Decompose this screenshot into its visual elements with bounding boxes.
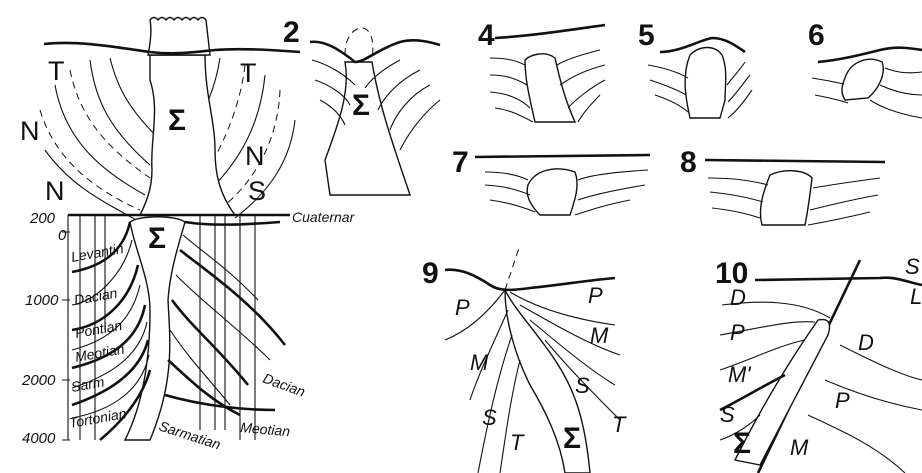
p10-P-right: P bbox=[835, 388, 850, 413]
label-pontian: Pontian bbox=[74, 317, 124, 341]
p10-L-right: L bbox=[910, 284, 922, 309]
sigma-panel-2: Σ bbox=[352, 89, 370, 122]
p10-M-right: M bbox=[790, 435, 809, 460]
label-dacian-right: Dacian bbox=[261, 370, 308, 400]
label-N-right: N bbox=[245, 141, 265, 171]
panel-10: 10 D P M' S Σ D P M S L bbox=[715, 254, 922, 473]
p9-S-right: S bbox=[575, 373, 590, 398]
cross-section: N S 200 0 1000 2000 4000 Σ bbox=[21, 176, 356, 453]
panel-6-number: 6 bbox=[808, 19, 825, 52]
p10-D-left: D bbox=[730, 285, 746, 310]
panel-4: 4 bbox=[478, 19, 605, 122]
label-levantin: Levantin bbox=[70, 240, 125, 265]
p9-M-left: M bbox=[470, 350, 489, 375]
p9-P-right: P bbox=[588, 283, 603, 308]
label-sarmatian: Sarmatian bbox=[157, 418, 223, 453]
panel-7-number: 7 bbox=[452, 146, 469, 179]
depth-4000: 4000 bbox=[22, 430, 56, 447]
p9-T-right: T bbox=[612, 412, 627, 437]
label-T-right: T bbox=[240, 58, 257, 88]
panel-2: 2 Σ bbox=[283, 16, 440, 195]
panel-8-number: 8 bbox=[680, 146, 697, 179]
depth-200: 200 bbox=[29, 210, 56, 227]
label-cuaternar: Cuaternar bbox=[292, 209, 356, 225]
sigma-panel-10: Σ bbox=[733, 427, 751, 460]
p9-S-left: S bbox=[482, 405, 497, 430]
panel-8: 8 bbox=[680, 146, 885, 225]
p10-P-left: P bbox=[730, 320, 745, 345]
sigma-panel-1: Σ bbox=[168, 104, 186, 137]
depth-2000: 2000 bbox=[21, 372, 56, 389]
label-T-left: T bbox=[48, 56, 65, 86]
p10-M-prime: M' bbox=[728, 362, 751, 387]
panel-5: 5 bbox=[638, 19, 752, 118]
p9-T-left: T bbox=[510, 430, 525, 455]
label-meotian-left: Meotian bbox=[74, 341, 126, 365]
section-south: S bbox=[248, 176, 266, 206]
panel-7: 7 bbox=[452, 146, 650, 215]
panel-4-number: 4 bbox=[478, 19, 495, 52]
panel-9: 9 P M S T P M S T Σ bbox=[422, 245, 627, 473]
panel-5-number: 5 bbox=[638, 19, 655, 52]
p10-D-right: D bbox=[858, 330, 874, 355]
panel-9-number: 9 bbox=[422, 257, 439, 290]
label-tortonian: Tortonian bbox=[68, 405, 128, 431]
section-north: N bbox=[45, 176, 65, 206]
sigma-panel-9: Σ bbox=[563, 422, 581, 455]
p9-P-left: P bbox=[455, 295, 470, 320]
depth-0: 0 bbox=[58, 227, 67, 244]
label-N-left: N bbox=[20, 116, 40, 146]
panel-6: 6 bbox=[808, 19, 922, 118]
panel-2-number: 2 bbox=[283, 16, 300, 49]
p9-M-right: M bbox=[590, 323, 609, 348]
label-meotian-right: Meotian bbox=[240, 419, 291, 439]
depth-1000: 1000 bbox=[25, 292, 59, 309]
sigma-section: Σ bbox=[148, 222, 166, 255]
p10-S-left: S bbox=[720, 402, 735, 427]
p10-S-right: S bbox=[905, 254, 920, 279]
